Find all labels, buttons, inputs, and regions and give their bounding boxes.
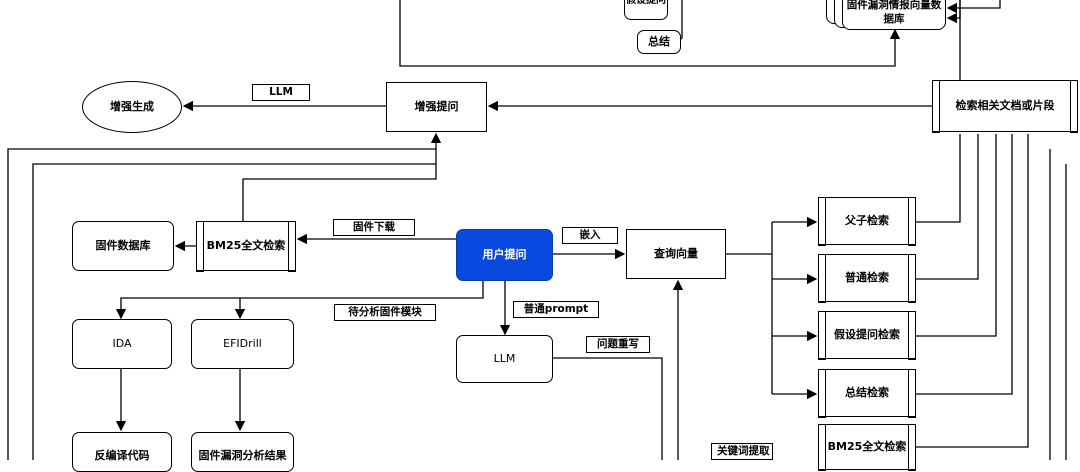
label-embed: 嵌入 xyxy=(562,227,618,244)
retrieve-documents-node: 检索相关文档或片段 xyxy=(932,79,1078,133)
label-firmware-download: 固件下载 xyxy=(333,219,415,236)
hypothetical-question-node: 假设提问 xyxy=(624,0,668,20)
normal-retrieval-node: 普通检索 xyxy=(818,253,916,303)
vulnerability-results-node: 固件漏洞分析结果 xyxy=(191,432,294,472)
label-keyword-extract: 关键词提取 xyxy=(711,443,773,460)
label-normal-prompt: 普通prompt xyxy=(513,301,599,318)
user-question-node[interactable]: 用户提问 xyxy=(456,229,553,281)
ida-node: IDA xyxy=(72,319,172,369)
connector-lines xyxy=(7,0,1067,460)
summary-retrieval-node: 总结检索 xyxy=(818,368,916,418)
efidrill-node: EFIDrill xyxy=(191,319,294,369)
firmware-database-node: 固件数据库 xyxy=(72,221,174,271)
vector-db-node: 固件漏洞情报向量数据库 xyxy=(842,0,946,30)
hypothetical-question-retrieval-node: 假设提问检索 xyxy=(818,310,916,360)
enhanced-generation-node: 增强生成 xyxy=(82,81,182,133)
enhanced-question-node: 增强提问 xyxy=(386,82,487,132)
label-question-rewrite: 问题重写 xyxy=(586,336,650,353)
llm-node: LLM xyxy=(456,335,553,383)
bm25-search-right-node: BM25全文检索 xyxy=(818,423,916,471)
decompiled-code-node: 反编译代码 xyxy=(72,432,172,472)
summary-node-top: 总结 xyxy=(637,30,681,54)
bm25-search-left-node: BM25全文检索 xyxy=(196,220,296,272)
query-vector-node: 查询向量 xyxy=(626,229,726,279)
label-modules-to-analyze: 待分析固件模块 xyxy=(334,304,436,321)
label-llm-top: LLM xyxy=(252,84,310,101)
parent-child-retrieval-node: 父子检索 xyxy=(818,196,916,246)
